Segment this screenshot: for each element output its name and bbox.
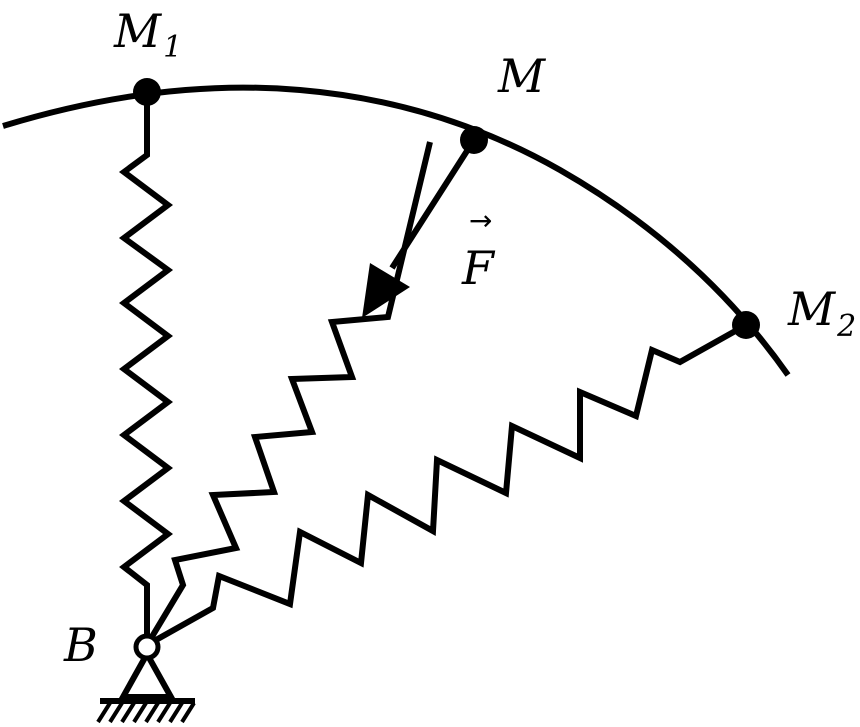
label-m1: M1 — [113, 4, 182, 65]
point-m-dot — [460, 126, 488, 154]
pivot-b-hinge — [133, 633, 161, 661]
point-m2-dot — [732, 311, 760, 339]
label-force-arrow: → — [469, 204, 492, 237]
force-arrowhead — [362, 263, 410, 318]
label-m: M — [497, 49, 547, 103]
pivot-support — [117, 647, 177, 700]
spring-b-m — [144, 141, 433, 647]
force-vector-shaft — [389, 138, 477, 270]
ground-hatching — [96, 701, 196, 724]
label-m2: M2 — [787, 282, 856, 344]
label-b: B — [63, 618, 98, 672]
point-m1-dot — [133, 78, 161, 106]
spring-b-m1 — [118, 92, 174, 645]
spring-b-m2 — [145, 322, 748, 648]
label-force: F — [461, 241, 496, 295]
trajectory-arc — [2, 84, 791, 377]
